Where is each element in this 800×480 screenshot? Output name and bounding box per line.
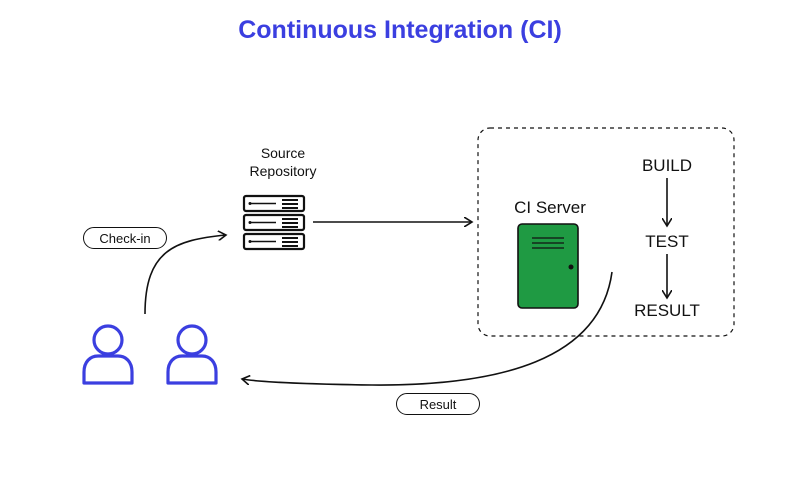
checkin-arrow xyxy=(144,235,226,315)
result-pill: Result xyxy=(396,393,480,415)
ci-environment-box xyxy=(477,127,735,337)
source-repository-text: Source Repository xyxy=(249,145,317,179)
user-icon xyxy=(166,324,218,385)
user-icon xyxy=(82,324,134,385)
ci-server-label: CI Server xyxy=(514,198,586,217)
step-result: RESULT xyxy=(634,301,700,320)
diagram-title: Continuous Integration (CI) xyxy=(238,16,562,44)
step-test: TEST xyxy=(645,232,689,251)
result-return-arrow xyxy=(242,271,613,386)
server-rack-icon xyxy=(242,194,306,251)
checkin-pill: Check-in xyxy=(83,227,167,249)
ci-server-icon xyxy=(517,223,579,309)
source-repository-label: Source Repository xyxy=(218,144,348,180)
step-build: BUILD xyxy=(641,156,693,175)
